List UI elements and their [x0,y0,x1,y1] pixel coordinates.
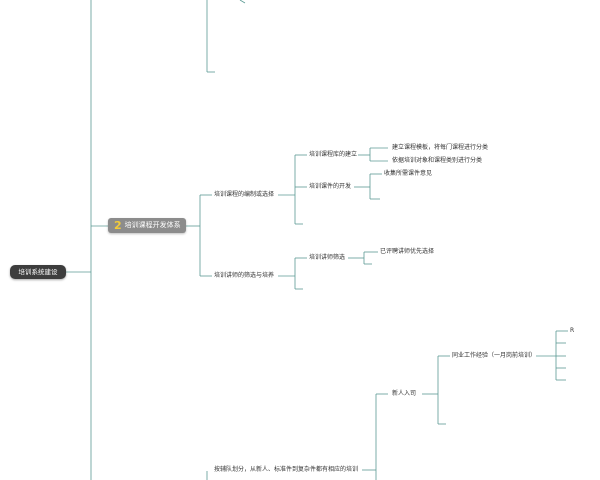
node-courseware-dev[interactable]: 培训课件的开发 [309,183,352,190]
node-by-target-type[interactable]: 依据培训对象和课程类别进行分类 [392,157,483,164]
root-label: 培训系统建设 [18,268,58,276]
node-course-dev-choice[interactable]: 培训课程的编制或选择 [214,191,275,198]
node-collect-feedback[interactable]: 收集所需课件意见 [384,170,433,177]
node-same-industry[interactable]: 同业工作经验（一月岗前培训） [452,352,537,359]
topic-number-badge: 2 [114,219,122,232]
topic-label: 培训课程开发体系 [124,221,181,229]
node-trainer-screening[interactable]: 培训讲师筛选 [309,254,346,261]
node-template-category[interactable]: 建立课程模板，将每门课程进行分类 [392,144,489,151]
node-course-system-build[interactable]: 培训课程库的建立 [309,151,358,158]
root-node[interactable]: 培训系统建设 [10,265,66,279]
node-priority-selection[interactable]: 已评聘讲师优先选择 [380,248,435,255]
node-by-level[interactable]: 按辅队划分，从新人、标准件到复杂件都有相应的培训 [214,466,359,473]
node-cut-r[interactable]: R [570,327,575,334]
node-trainer-selection[interactable]: 培训讲师的筛选与培养 [214,272,275,279]
node-newcomer[interactable]: 新人入司 [392,390,417,397]
